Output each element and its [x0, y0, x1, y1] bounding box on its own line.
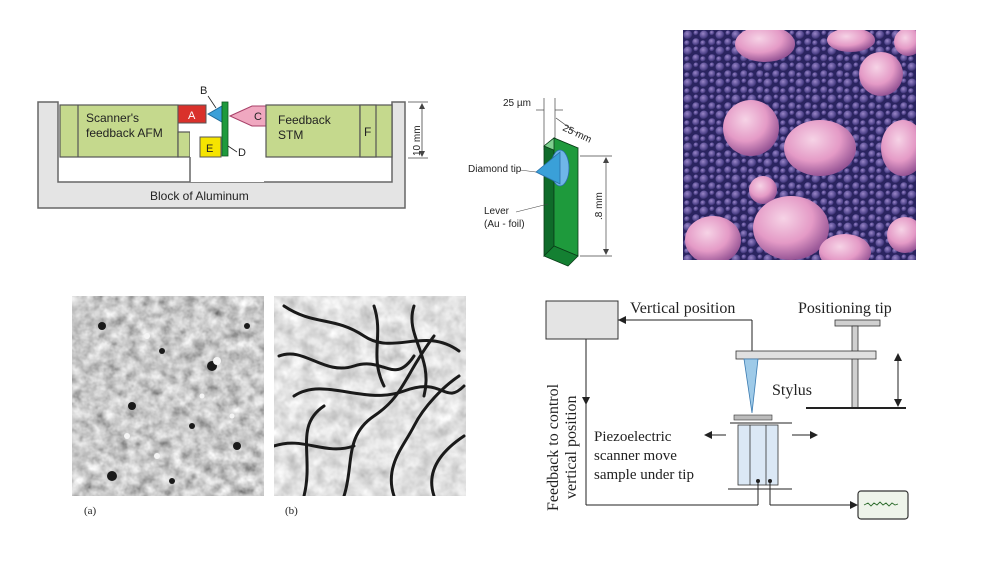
part-a — [177, 104, 207, 124]
block-label: Block of Aluminum — [150, 189, 249, 203]
piezo-label-line3: sample under tip — [594, 467, 694, 483]
signal-trace — [863, 501, 899, 507]
dimension-label: 10 mm — [412, 125, 423, 156]
depth-label: 25 mm — [561, 123, 593, 146]
lever-label-line1: Lever — [484, 206, 510, 217]
feedback-arrow — [582, 397, 590, 405]
arrow-to-controller — [618, 316, 626, 324]
scanner-label-line2: feedback AFM — [86, 126, 163, 140]
stylus-icon — [743, 358, 759, 414]
part-f — [359, 104, 377, 158]
stylus-label: Stylus — [772, 382, 812, 399]
width-label: 25 µm — [503, 98, 531, 109]
profilometer-diagram: Vertical position Positioning tip Stylus… — [545, 300, 909, 520]
bright-spots — [124, 333, 235, 459]
height-label: .8 mm — [594, 192, 605, 220]
controller-box — [545, 300, 619, 340]
feedback-label-line1: Feedback — [278, 113, 332, 127]
stylus-arm — [735, 350, 877, 360]
lever-label-line2: (Au - foil) — [484, 219, 525, 230]
piezo-label-line1: Piezoelectric — [594, 429, 672, 445]
scanner-label-line1: Scanner's — [86, 111, 139, 125]
caption-b: (b) — [285, 505, 298, 517]
lever-diagram: 25 µm 25 mm Diamond tip Lever (Au - foil… — [468, 98, 612, 267]
micrograph-b — [274, 296, 466, 496]
dislocation-lines — [274, 304, 466, 496]
feedback-label-line2: STM — [278, 128, 303, 142]
dark-spots — [98, 322, 250, 484]
label-b: B — [200, 85, 207, 97]
afm-topography-image — [683, 30, 916, 260]
part-e — [199, 136, 222, 158]
label-f: F — [364, 125, 371, 139]
lever-front — [543, 137, 555, 257]
label-e: E — [206, 143, 213, 155]
label-a: A — [188, 110, 196, 122]
piezo-scanner — [737, 424, 779, 486]
part-d-cantilever — [221, 101, 229, 157]
grain-blobs — [685, 30, 916, 260]
aluminum-block-outline — [37, 101, 406, 209]
positioning-post — [851, 325, 859, 409]
sample — [733, 414, 773, 421]
label-d: D — [238, 147, 246, 159]
micrograph-a — [72, 296, 264, 496]
feedback-label-line2: vertical position — [563, 395, 580, 499]
diamond-tip-icon — [535, 151, 561, 185]
label-c: C — [254, 111, 262, 123]
caption-a: (a) — [84, 505, 97, 517]
tip-label: Diamond tip — [468, 164, 522, 175]
stm-afm-diagram: Scanner's feedback AFM A B D E C Feedbac… — [37, 85, 428, 209]
feedback-label-line1: Feedback to control — [545, 383, 562, 511]
positioning-tip-top — [834, 319, 881, 327]
piezo-label-line2: scanner move — [594, 448, 677, 464]
positioning-tip-label: Positioning tip — [798, 300, 892, 317]
scanner-box — [59, 104, 179, 158]
vertical-position-label: Vertical position — [630, 300, 735, 317]
scanner-stem — [177, 131, 191, 158]
